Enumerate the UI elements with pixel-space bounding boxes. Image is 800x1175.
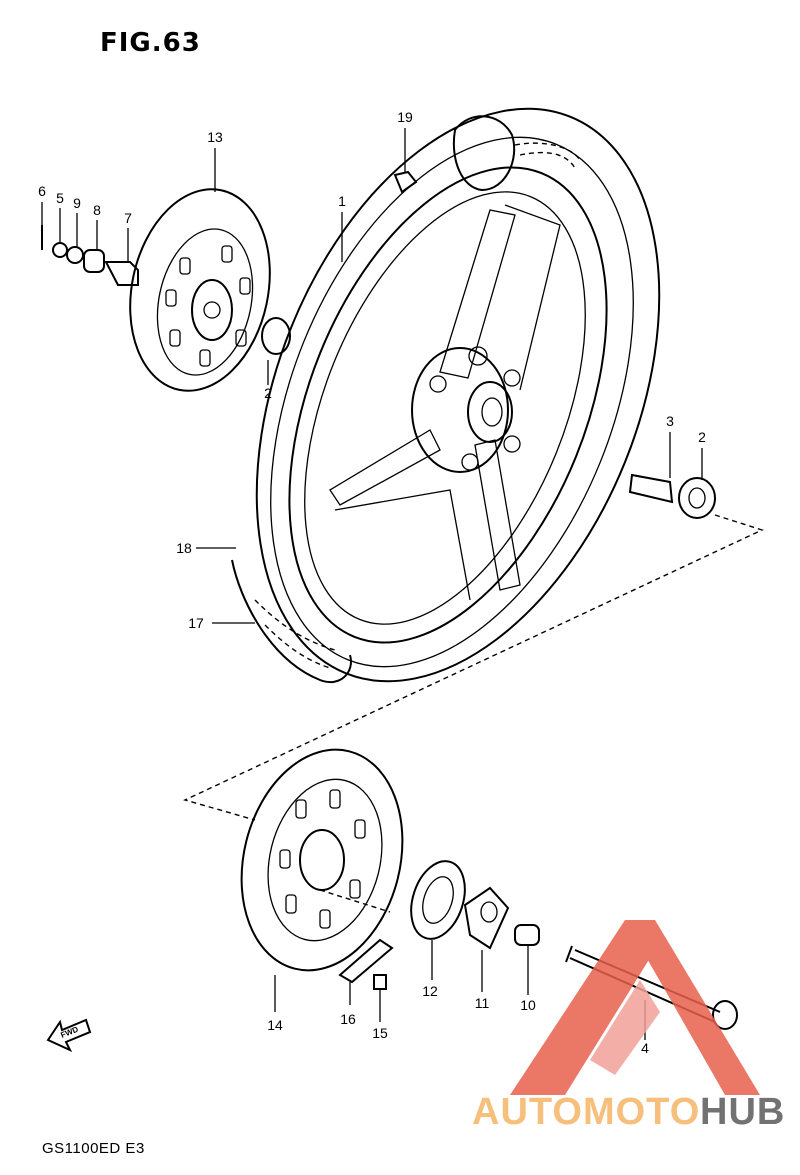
tire-outline: [255, 107, 661, 683]
figure-title: FIG.63: [100, 28, 201, 58]
watermark-text-automoto: AUTOMOTO: [472, 1091, 700, 1133]
callout-15: 15: [372, 1025, 388, 1041]
tire-inner-line: [270, 136, 634, 668]
callout-18: 18: [176, 540, 192, 556]
callout-16: 16: [340, 1011, 356, 1027]
callout-7: 7: [124, 210, 132, 226]
callout-1: 1: [338, 193, 346, 209]
leader-lines: [41, 128, 703, 1040]
callout-11: 11: [475, 995, 490, 1011]
callout-2-upper: 2: [264, 385, 272, 401]
watermark-logo-triangle: [510, 920, 650, 1095]
forward-direction-arrow: FWD: [46, 1018, 92, 1053]
tire-section-bottom: [231, 559, 352, 683]
callout-17: 17: [188, 615, 204, 631]
assembly-guide-lines: [183, 514, 764, 821]
callout-6: 6: [38, 183, 46, 199]
callout-4: 4: [641, 1040, 649, 1056]
tire-section-top: [452, 115, 516, 192]
callout-3: 3: [666, 413, 674, 429]
callout-labels: 13 1 19 6 5 9 8 7 2 3 2 18 17 14 16 15 1…: [38, 109, 706, 1056]
axle-parts-right: [628, 473, 716, 519]
rim-outer: [288, 166, 608, 644]
model-code-label: GS1100ED E3: [42, 1140, 145, 1157]
spoke-2: [329, 429, 441, 506]
callout-19: 19: [397, 109, 413, 125]
spoke-3: [474, 439, 521, 591]
wheel-hub: [411, 347, 509, 473]
callout-12: 12: [422, 983, 438, 999]
callout-2-right: 2: [698, 429, 706, 445]
callout-8: 8: [93, 202, 101, 218]
valve-cap: [393, 170, 418, 194]
automotohub-watermark: AUTOMOTO HUB: [472, 920, 785, 1133]
callout-5: 5: [56, 190, 64, 206]
brake-disc-lower: [240, 748, 404, 972]
brake-disc-upper: [129, 188, 271, 392]
disc-bolt: [373, 974, 387, 990]
wheel-assembly: [231, 107, 661, 683]
lock-washer: [338, 938, 394, 984]
spoke-1: [439, 209, 516, 379]
axle-parts-lower: [410, 860, 540, 950]
watermark-text-hub: HUB: [700, 1091, 785, 1133]
callout-14: 14: [267, 1017, 283, 1033]
callout-13: 13: [207, 129, 223, 145]
callout-10: 10: [520, 997, 536, 1013]
rim-inner: [304, 191, 586, 625]
callout-9: 9: [73, 195, 81, 211]
